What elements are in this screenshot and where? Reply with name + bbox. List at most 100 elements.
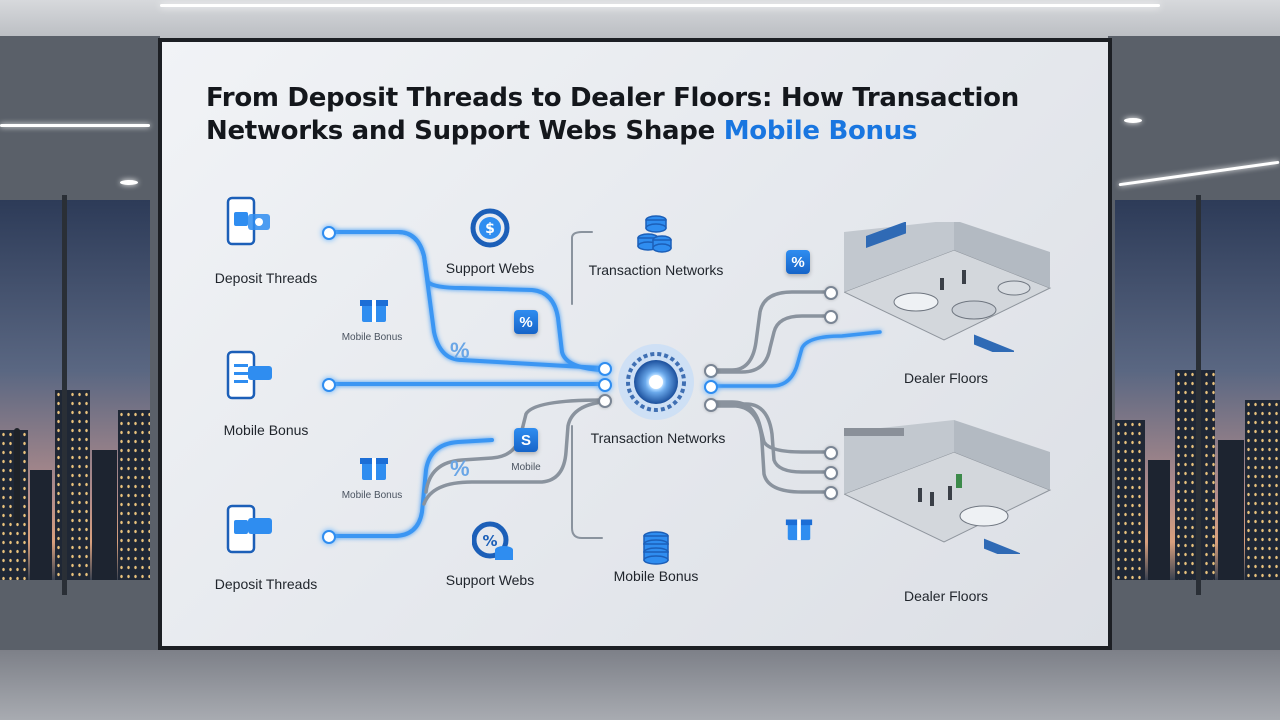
connector-node bbox=[598, 394, 612, 408]
window-mullion bbox=[62, 195, 67, 595]
floor-back-wall bbox=[844, 420, 954, 494]
thread-line bbox=[708, 330, 882, 388]
percent-badge-icon: % bbox=[514, 310, 538, 334]
window-mullion bbox=[1196, 195, 1201, 595]
page-title: From Deposit Threads to Dealer Floors: H… bbox=[206, 82, 1086, 148]
percent-icon: % bbox=[450, 338, 470, 363]
phone-chat bbox=[248, 366, 272, 380]
label-deposit-threads: Deposit Threads bbox=[214, 576, 318, 592]
connector-node bbox=[598, 362, 612, 376]
database-stack bbox=[643, 531, 669, 565]
hub-ring bbox=[626, 352, 686, 412]
car bbox=[959, 505, 1009, 527]
board-surface: From Deposit Threads to Dealer Floors: H… bbox=[162, 42, 1108, 646]
thread-line bbox=[571, 231, 593, 239]
building bbox=[118, 410, 150, 580]
database-stack bbox=[637, 215, 672, 253]
db-layer bbox=[643, 555, 669, 565]
left-window-cityscape bbox=[0, 200, 150, 580]
thread-line bbox=[708, 402, 832, 474]
phone-deposit-icon bbox=[226, 196, 270, 246]
floor bbox=[0, 650, 1280, 720]
gift-ribbon bbox=[797, 519, 801, 541]
label-transaction-networks: Transaction Networks bbox=[590, 430, 726, 446]
thread-line bbox=[326, 230, 604, 372]
door-handle bbox=[14, 428, 20, 523]
hub-center bbox=[649, 375, 663, 389]
building bbox=[1218, 440, 1244, 580]
label-mobile-bonus: Mobile Bonus bbox=[223, 422, 309, 438]
car bbox=[997, 280, 1031, 296]
pie-symbol: % bbox=[482, 532, 497, 550]
label-support-webs: Support Webs bbox=[445, 260, 535, 276]
person bbox=[948, 486, 952, 500]
connector-node bbox=[322, 530, 336, 544]
building bbox=[55, 390, 90, 580]
connector-node bbox=[824, 310, 838, 324]
db-layer bbox=[645, 223, 667, 233]
wall-light-line bbox=[0, 124, 150, 127]
connector-node bbox=[824, 446, 838, 460]
phone-list-row bbox=[234, 380, 248, 383]
phone-deposit-icon bbox=[226, 504, 272, 554]
screen bbox=[866, 222, 906, 248]
title-accent: Mobile Bonus bbox=[723, 116, 918, 146]
person bbox=[918, 488, 922, 502]
dollar-coin-icon: $ bbox=[470, 208, 510, 248]
screen bbox=[984, 538, 1020, 554]
coin-ring bbox=[470, 208, 510, 248]
car bbox=[893, 292, 939, 312]
screen bbox=[974, 334, 1014, 352]
connector-node bbox=[824, 286, 838, 300]
plant bbox=[956, 474, 962, 488]
person bbox=[962, 270, 966, 284]
building bbox=[92, 450, 117, 580]
label-deposit-threads: Deposit Threads bbox=[214, 270, 318, 286]
phone-bonus-icon bbox=[226, 350, 272, 400]
phone-list-row bbox=[234, 364, 248, 367]
coin-face bbox=[479, 217, 501, 239]
car bbox=[951, 300, 997, 320]
db-layer bbox=[652, 243, 672, 253]
thread-line bbox=[571, 425, 603, 539]
phone-avatar bbox=[255, 218, 263, 226]
display-board: From Deposit Threads to Dealer Floors: H… bbox=[158, 38, 1112, 650]
connector-node bbox=[598, 378, 612, 392]
deposit-thread-lines bbox=[326, 230, 604, 538]
gift-ribbon bbox=[372, 458, 376, 480]
downlight bbox=[120, 180, 138, 185]
label-mobile-bonus-small: Mobile Bonus bbox=[341, 490, 403, 501]
dealer-floor-illustration bbox=[844, 222, 1052, 352]
percent-database-icon: % bbox=[472, 521, 513, 560]
network-hub-icon bbox=[618, 344, 694, 420]
connector-node bbox=[322, 226, 336, 240]
floor-side-wall bbox=[954, 222, 1050, 288]
thread-line bbox=[708, 290, 832, 372]
phone-card bbox=[234, 520, 248, 534]
connector-node bbox=[824, 486, 838, 500]
ceiling-light-strip bbox=[160, 4, 1160, 7]
awning bbox=[844, 428, 904, 436]
dealer-floor-illustration bbox=[844, 420, 1052, 554]
thread-line bbox=[708, 404, 832, 494]
title-main: From Deposit Threads to Dealer Floors: H… bbox=[206, 83, 1019, 146]
connector-node bbox=[704, 380, 718, 394]
coin-symbol: $ bbox=[485, 221, 495, 237]
thread-line bbox=[708, 314, 832, 374]
label-dealer-floors: Dealer Floors bbox=[903, 370, 989, 386]
phone-list-row bbox=[234, 372, 248, 375]
pie-ring bbox=[472, 521, 509, 559]
phone-chat bbox=[248, 518, 272, 534]
label-mobile-small: Mobile bbox=[511, 462, 541, 473]
building bbox=[1148, 460, 1170, 580]
database-icon bbox=[643, 531, 669, 565]
person bbox=[940, 278, 944, 290]
building bbox=[1245, 400, 1280, 580]
building bbox=[30, 470, 52, 580]
gift-ribbon bbox=[372, 300, 376, 322]
phone-card bbox=[234, 212, 248, 226]
connector-node bbox=[704, 398, 718, 412]
gift-icon bbox=[785, 519, 813, 541]
floor-side-wall bbox=[954, 420, 1050, 490]
thread-line bbox=[422, 400, 604, 506]
